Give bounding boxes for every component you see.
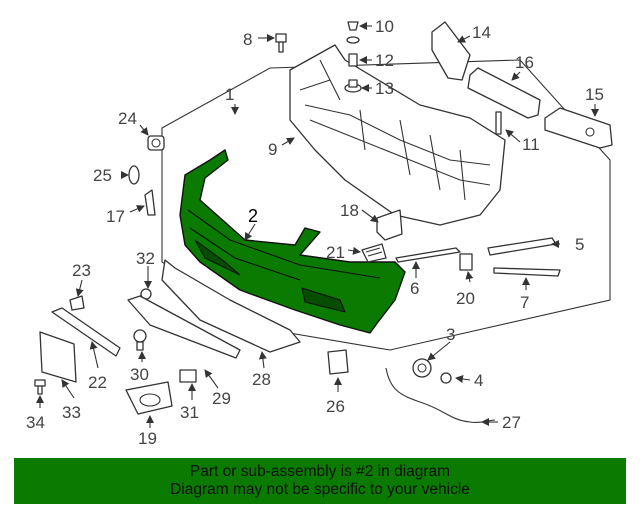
part-26-cap [327,349,349,375]
callout-28: 28 [252,370,271,389]
part-10-clip [346,21,360,44]
part-19-fog-cover [125,381,173,415]
callout-24: 24 [118,109,137,128]
callout-31: 31 [180,403,199,422]
part-23-bracket [69,295,85,311]
part-20-cover [459,253,473,271]
part-13-nut [344,79,362,93]
part-9-absorber [289,44,506,226]
callout-33: 33 [62,403,81,422]
part-7-strip [493,267,561,277]
part-14-bracket [431,21,471,81]
callout-12: 12 [375,51,394,70]
part-15-hole [585,127,595,137]
part-15-bracket [544,107,613,149]
banner-line-2: Diagram may not be specific to your vehi… [170,481,470,498]
part-16-bracket [467,67,541,119]
callout-29: 29 [212,389,231,408]
callout-22: 22 [88,373,107,392]
callout-8: 8 [243,30,252,49]
part-4-bolt [440,372,452,384]
callout-26: 26 [326,397,345,416]
callout-15: 15 [585,85,604,104]
part-25-seal [128,165,140,185]
callout-1: 1 [225,85,234,104]
callout-34: 34 [26,413,45,432]
part-6-strip [395,247,461,263]
banner-line-1: Part or sub-assembly is #2 in diagram [189,463,451,480]
callout-25: 25 [93,166,112,185]
part-24-sensor [147,135,165,151]
callout-9: 9 [268,140,277,159]
callout-30: 30 [130,365,149,384]
part-12-clip [348,53,358,67]
callout-11: 11 [522,135,540,154]
callout-21: 21 [326,243,345,262]
part-3-sensor [412,358,432,378]
part-28-lower-grille [161,259,301,353]
part-11-screw [495,111,502,135]
part-29-spoiler [127,295,241,359]
part-34-screw [34,379,46,395]
callout-10: 10 [375,17,394,36]
part-21-retainer [361,243,387,263]
callout-labels: 1 2 3 4 5 6 7 8 9 10 11 12 13 14 15 16 1… [26,17,604,448]
part-31-clip [179,369,197,383]
callout-6: 6 [410,279,419,298]
callout-16: 16 [515,53,534,72]
part-5-molding [487,237,557,256]
callout-2: 2 [248,206,258,226]
callout-7: 7 [520,293,529,312]
callout-14: 14 [472,23,491,42]
info-banner: Part or sub-assembly is #2 in diagram Di… [14,458,626,504]
callout-5: 5 [575,235,584,254]
callout-4: 4 [474,371,483,390]
callout-20: 20 [456,289,475,308]
part-30-bolt [133,329,147,351]
part-18-bracket [376,209,403,241]
part-33-plate-bracket [39,331,77,383]
callout-32: 32 [136,249,155,268]
part-8-bolt [275,33,287,53]
callout-27: 27 [502,413,521,432]
leader-lines [36,22,599,428]
part-2-bumper-cover [179,149,406,334]
callout-19: 19 [138,429,157,448]
callout-3: 3 [446,325,455,344]
callout-18: 18 [340,201,359,220]
callout-23: 23 [72,261,91,280]
part-17-bracket [144,189,156,216]
callout-13: 13 [375,79,394,98]
callout-17: 17 [106,207,125,226]
